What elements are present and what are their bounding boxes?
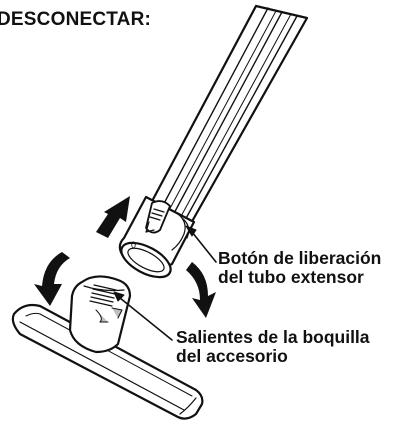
- callout-release-line1: Botón de liberación: [218, 248, 382, 268]
- tube-coupling: [118, 195, 196, 279]
- callout-tabs-line1: Salientes de la boquilla: [176, 327, 370, 347]
- callout-tabs-line2: del accesorio: [176, 346, 288, 366]
- leader-line-release: [185, 225, 217, 263]
- arrow-up-icon: [96, 196, 130, 238]
- arrow-curved-left-icon: [34, 252, 70, 306]
- svg-text:0: 0: [131, 240, 136, 250]
- section-title: DESCONECTAR:: [0, 9, 152, 30]
- leader-line-tabs: [113, 291, 173, 341]
- callout-release-line2: del tubo extensor: [218, 267, 364, 287]
- callout-release-button: Botón de liberación del tubo extensor: [218, 249, 381, 287]
- callout-nozzle-tabs: Salientes de la boquilla del accesorio: [176, 328, 370, 366]
- extension-wand: [148, 4, 309, 227]
- arrow-curved-right-icon: [186, 262, 216, 318]
- accessory-nozzle: [11, 275, 204, 420]
- release-button: 0: [131, 200, 171, 250]
